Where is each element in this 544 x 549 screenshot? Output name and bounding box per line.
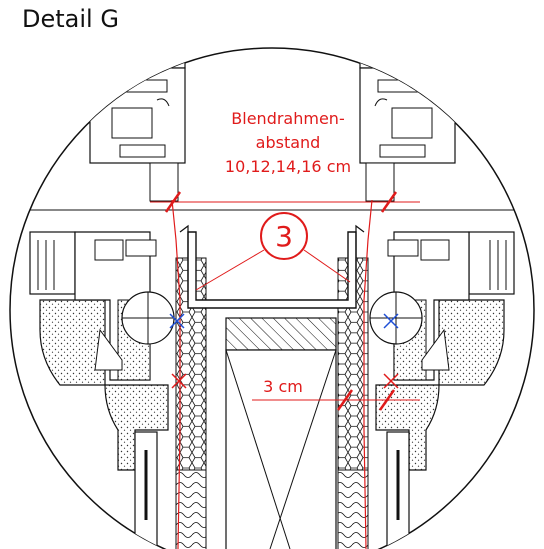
- section-content: [20, 48, 524, 549]
- callout-leader-right: [303, 249, 351, 283]
- offset-tick-left: [336, 389, 354, 411]
- frame-gap-tick-right: [380, 191, 398, 213]
- callout-number: 3: [275, 220, 293, 253]
- frame-gap-label-line-2: abstand: [256, 133, 321, 152]
- anchor-right: [383, 373, 399, 389]
- frame-gap-label-line-1: Blendrahmen-: [231, 109, 344, 128]
- cover-profile: [187, 231, 357, 309]
- lower-frame-right: [369, 231, 515, 549]
- upper-frame-right: [359, 48, 505, 202]
- detail-title: Detail G: [22, 5, 119, 33]
- batt-insulation-left: [175, 469, 207, 549]
- lower-frame-left: [29, 231, 175, 549]
- membrane-left: [171, 199, 181, 549]
- detail-circle: [9, 47, 535, 549]
- frame-gap-tick-left: [164, 191, 182, 213]
- fastener-right: [383, 313, 399, 329]
- frame-gap-label-line-3: 10,12,14,16 cm: [225, 157, 351, 176]
- callout-leader-left: [195, 249, 265, 291]
- callout-circle: [260, 212, 308, 260]
- offset-tick-right: [378, 389, 396, 411]
- membrane-right: [363, 199, 373, 549]
- upper-frame-left: [40, 48, 186, 202]
- batt-insulation-right: [337, 469, 369, 549]
- mullion-top: [225, 317, 337, 351]
- fastener-left: [169, 313, 185, 329]
- anchor-left: [171, 373, 187, 389]
- offset-label: 3 cm: [263, 377, 303, 396]
